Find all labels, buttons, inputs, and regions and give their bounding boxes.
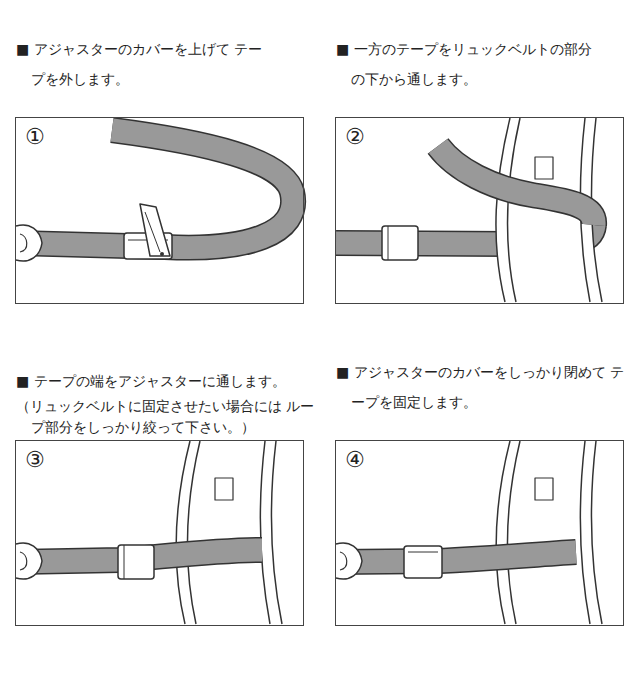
step-caption-group: ■ アジャスターのカバーを上げて テープを外します。 [16, 34, 268, 94]
step-panel: ■ テープの端をアジャスターに通します。（リュックベルトに固定させたい場合には … [15, 440, 304, 626]
step-caption: ■ テープの端をアジャスターに通します。 [16, 366, 316, 396]
step-caption-group: ■ 一方のテープをリュックベルトの部分 の下から通します。 [336, 34, 604, 94]
step-number: ② [345, 124, 365, 150]
step-caption: ■ アジャスターのカバーを上げて テープを外します。 [16, 34, 268, 94]
step-caption: ■ 一方のテープをリュックベルトの部分 の下から通します。 [336, 34, 604, 94]
step-panel: ■ アジャスターのカバーをしっかり閉めて テープを固定します。④ [335, 440, 624, 626]
step-note: （リュックベルトに固定させたい場合には ループ部分をしっかり絞って下さい。） [16, 396, 316, 438]
step-caption: ■ アジャスターのカバーをしっかり閉めて テープを固定します。 [336, 357, 628, 417]
step-number: ④ [345, 447, 365, 473]
step-number: ③ [25, 447, 45, 473]
step-panel: ■ アジャスターのカバーを上げて テープを外します。① [15, 117, 304, 304]
step-panel: ■ 一方のテープをリュックベルトの部分 の下から通します。② [335, 117, 624, 304]
step-number: ① [25, 124, 45, 150]
step-caption-group: ■ アジャスターのカバーをしっかり閉めて テープを固定します。 [336, 357, 628, 417]
step-caption-group: ■ テープの端をアジャスターに通します。（リュックベルトに固定させたい場合には … [16, 366, 316, 438]
